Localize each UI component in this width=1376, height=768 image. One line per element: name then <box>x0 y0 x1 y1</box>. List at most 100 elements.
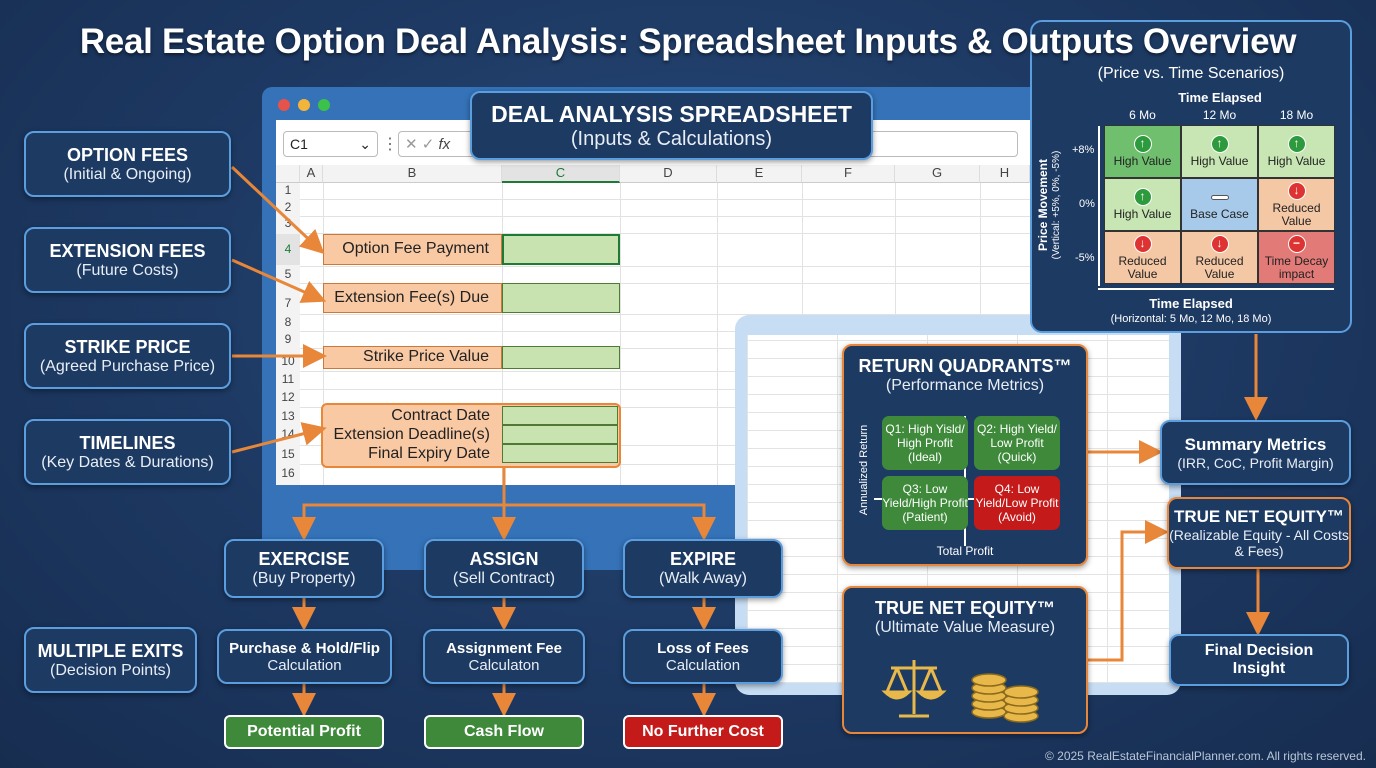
select-all[interactable] <box>276 165 300 183</box>
col-header[interactable]: B <box>323 165 502 183</box>
name-box-value: C1 <box>290 136 308 152</box>
row-header[interactable]: 11 <box>276 372 300 388</box>
quadrant-q3: Q3: Low Yield/High Profit (Patient) <box>882 476 968 530</box>
matrix-col-label: 6 Mo <box>1129 108 1156 122</box>
price-time-matrix-panel: (Price vs. Time Scenarios) Time Elapsed … <box>1030 20 1352 333</box>
matrix-cell: ↑High Value <box>1104 125 1181 178</box>
extension-fees-box: EXTENSION FEES(Future Costs) <box>24 227 231 293</box>
arrow-down-icon: ↓ <box>1287 181 1306 200</box>
cancel-icon[interactable]: ✕ <box>405 136 418 153</box>
expire-box: EXPIRE(Walk Away) <box>623 539 783 598</box>
arrow-down-icon: ↓ <box>1133 234 1152 253</box>
row-header[interactable]: 2 <box>276 200 300 216</box>
more-icon: ⋮ <box>382 136 398 153</box>
col-header[interactable]: C <box>502 165 620 183</box>
matrix-y-arrow <box>1098 126 1100 286</box>
strike-price-box: STRIKE PRICE(Agreed Purchase Price) <box>24 323 231 389</box>
matrix-x-arrow <box>1098 288 1334 290</box>
final-expiry-label: Final Expiry Date <box>368 445 490 462</box>
maximize-window-dot[interactable] <box>318 99 330 111</box>
matrix-row-label: -5% <box>1075 252 1095 264</box>
matrix-cell: ↓Reduced Value <box>1181 231 1258 284</box>
check-icon[interactable]: ✓ <box>421 136 435 153</box>
matrix-subtitle: (Price vs. Time Scenarios) <box>1097 65 1285 82</box>
row-header[interactable]: 5 <box>276 267 300 283</box>
option-fee-input-cell[interactable] <box>502 234 620 265</box>
spreadsheet-grid: C1 ⌄ ⋮ ✕ ✓ fx A B C D E F G H 1 2 3 4 5 7… <box>276 120 1030 485</box>
matrix-cell: ↓Reduced Value <box>1104 231 1181 284</box>
chevron-down-icon: ⌄ <box>359 136 371 152</box>
matrix-col-label: 18 Mo <box>1279 108 1314 122</box>
true-net-equity-right-box: TRUE NET EQUITY™(Realizable Equity - All… <box>1167 497 1351 569</box>
row-header[interactable]: 15 <box>276 447 300 463</box>
matrix-row-label: 0% <box>1079 198 1095 210</box>
option-fees-box: OPTION FEES(Initial & Ongoing) <box>24 131 231 197</box>
col-header[interactable]: E <box>717 165 802 183</box>
col-header[interactable]: G <box>895 165 980 183</box>
final-expiry-input-cell[interactable] <box>502 444 618 463</box>
row-header[interactable]: 16 <box>276 466 300 482</box>
strike-price-input-cell[interactable] <box>502 346 620 369</box>
row-header[interactable]: 9 <box>276 332 300 348</box>
col-header[interactable]: F <box>802 165 895 183</box>
timelines-box: TIMELINES(Key Dates & Durations) <box>24 419 231 485</box>
close-window-dot[interactable] <box>278 99 290 111</box>
copyright-footer: © 2025 RealEstateFinancialPlanner.com. A… <box>1044 749 1366 763</box>
fx-icon: fx <box>438 136 451 153</box>
row-header[interactable]: 4 <box>276 234 300 265</box>
matrix-cell: ↑High Value <box>1104 178 1181 231</box>
matrix-cell: Base Case <box>1181 178 1258 231</box>
minimize-window-dot[interactable] <box>298 99 310 111</box>
no-further-cost-pill: No Further Cost <box>623 715 783 749</box>
potential-profit-pill: Potential Profit <box>224 715 384 749</box>
matrix-col-label: 12 Mo <box>1202 108 1237 122</box>
arrow-up-icon: ↑ <box>1133 188 1152 206</box>
row-header[interactable]: 3 <box>276 216 300 232</box>
col-header[interactable]: H <box>980 165 1030 183</box>
contract-date-input-cell[interactable] <box>502 406 618 425</box>
summary-metrics-box: Summary Metrics(IRR, CoC, Profit Margin) <box>1160 420 1351 485</box>
matrix-y-axis-label: Price Movement(Vertical: +5%, 0%, -5%) <box>1036 150 1062 260</box>
minus-icon <box>1210 194 1229 200</box>
extension-deadline-label: Extension Deadline(s) <box>333 426 490 443</box>
row-header[interactable]: 1 <box>276 183 300 199</box>
return-quadrants-box: RETURN QUADRANTS™(Performance Metrics) A… <box>842 344 1088 566</box>
arrow-up-icon: ↑ <box>1287 135 1306 153</box>
matrix-cell: ↑High Value <box>1258 125 1335 178</box>
quadrant-q1: Q1: High Yisld/ High Profit (Ideal) <box>882 416 968 470</box>
y-axis-label: Annualized Return <box>858 424 870 516</box>
col-header[interactable]: D <box>620 165 717 183</box>
contract-date-label: Contract Date <box>391 407 490 424</box>
matrix-top-label: Time Elapsed <box>1178 90 1262 105</box>
matrix-x-label: Time Elapsed <box>1149 296 1233 311</box>
arrow-up-icon: ↑ <box>1210 135 1229 153</box>
assign-box: ASSIGN(Sell Contract) <box>424 539 584 598</box>
row-header[interactable]: 13 <box>276 409 300 425</box>
arrow-down-icon: ↓ <box>1210 234 1229 253</box>
extension-fee-input-cell[interactable] <box>502 283 620 313</box>
page-title: Real Estate Option Deal Analysis: Spread… <box>79 22 1297 61</box>
extension-fee-label-cell[interactable]: Extension Fee(s) Due <box>323 283 502 313</box>
exercise-box: EXERCISE(Buy Property) <box>224 539 384 598</box>
matrix-cell: ↓Reduced Value <box>1258 178 1335 231</box>
name-box[interactable]: C1 ⌄ <box>283 131 378 157</box>
extension-deadline-input-cell[interactable] <box>502 425 618 444</box>
scale-and-coins-icon <box>881 660 1039 723</box>
row-header[interactable]: 7 <box>276 296 300 312</box>
arrow-up-icon: ↑ <box>1133 135 1152 153</box>
cash-flow-pill: Cash Flow <box>424 715 584 749</box>
strike-price-label-cell[interactable]: Strike Price Value <box>323 346 502 369</box>
option-fee-label-cell[interactable]: Option Fee Payment <box>323 234 502 265</box>
true-net-equity-center-box: TRUE NET EQUITY™(Ultimate Value Measure) <box>842 586 1088 734</box>
x-axis-label: Total Profit <box>936 544 994 558</box>
col-header[interactable]: A <box>300 165 323 183</box>
row-header[interactable]: 8 <box>276 315 300 331</box>
matrix-row-label: +8% <box>1072 144 1095 156</box>
matrix-cell: ↑High Value <box>1181 125 1258 178</box>
row-header[interactable]: 12 <box>276 390 300 406</box>
